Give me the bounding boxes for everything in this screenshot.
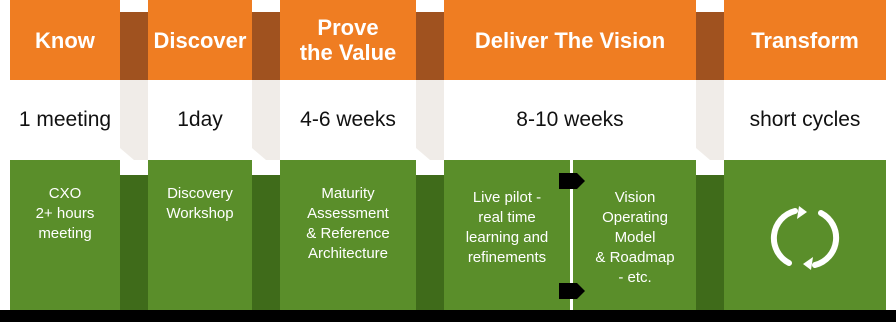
- phase-detail-discover: Discovery Workshop: [148, 160, 252, 310]
- arrow-right-icon: [559, 283, 585, 299]
- connector-top: [416, 12, 444, 80]
- connector-middle: [120, 80, 148, 160]
- phase-header-discover: Discover: [148, 0, 252, 80]
- connector-top: [120, 12, 148, 80]
- connector-middle: [416, 80, 444, 160]
- connector-bottom: [252, 175, 280, 310]
- connector-middle: [252, 80, 280, 160]
- phase-header-deliver-the-vision: Deliver The Vision: [444, 0, 696, 80]
- connector-middle: [696, 80, 724, 160]
- refresh-cycle-icon: [770, 206, 840, 270]
- phase-detail-prove-the-value: Maturity Assessment & Reference Architec…: [280, 160, 416, 310]
- phase-duration: 1 meeting: [18, 108, 112, 131]
- phase-detail-text: Maturity Assessment & Reference Architec…: [306, 185, 390, 262]
- phase-title: Transform: [751, 27, 859, 53]
- connector-top: [252, 12, 280, 80]
- phase-title: Discover: [153, 27, 247, 53]
- connector-bottom: [416, 175, 444, 310]
- connector-bottom: [696, 175, 724, 310]
- connector-bottom: [120, 175, 148, 310]
- vertical-divider: [570, 160, 573, 310]
- phase-title: Prove the Value: [299, 15, 397, 65]
- phase-detail-text-right: Vision Operating Model & Roadmap - etc.: [595, 189, 675, 286]
- arrow-right-icon: [559, 173, 585, 189]
- phase-header-transform: Transform: [724, 0, 886, 80]
- phase-title: Deliver The Vision: [474, 27, 666, 53]
- phase-detail-text: Discovery Workshop: [166, 185, 234, 222]
- bottom-bar: [0, 310, 896, 322]
- phase-header-prove-the-value: Prove the Value: [280, 0, 416, 80]
- phase-detail-text: CXO 2+ hours meeting: [35, 185, 95, 242]
- phase-duration: 1day: [177, 108, 223, 131]
- phase-duration: 4-6 weeks: [300, 108, 396, 131]
- connector-top: [696, 12, 724, 80]
- phase-duration: short cycles: [749, 108, 861, 131]
- phase-detail-know: CXO 2+ hours meeting: [10, 160, 120, 310]
- phase-header-know: Know: [10, 0, 120, 80]
- phase-duration: 8-10 weeks: [516, 108, 624, 131]
- phase-title: Know: [35, 27, 95, 53]
- phase-detail-transform: [724, 160, 886, 310]
- phase-detail-text-left: Live pilot - real time learning and refi…: [465, 189, 549, 266]
